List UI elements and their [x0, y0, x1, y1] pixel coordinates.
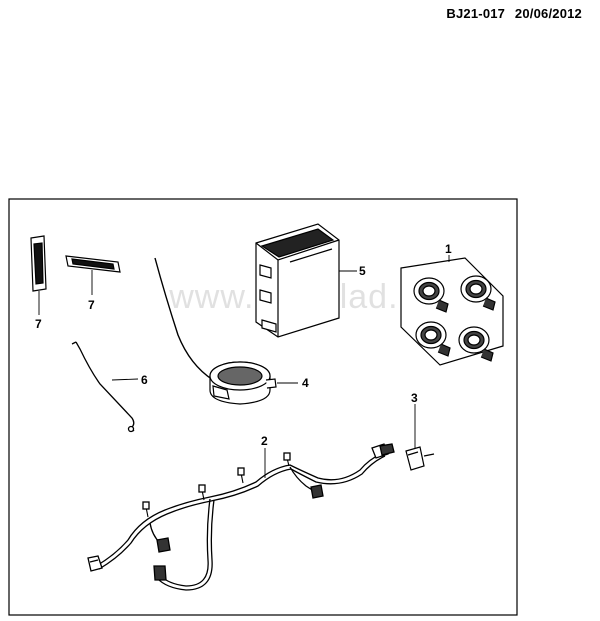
part-3-bracket	[405, 404, 435, 471]
callout-label-1: 1	[445, 242, 452, 256]
part-7-vertical-trim	[30, 235, 47, 315]
callout-label-7-left: 7	[35, 317, 42, 331]
sensor-top-right	[460, 275, 496, 311]
diagram-frame	[8, 198, 518, 616]
part-4-buzzer	[154, 257, 298, 405]
part-6-rod	[71, 341, 139, 433]
callout-label-2: 2	[261, 434, 268, 448]
sensor-bottom-right	[458, 326, 494, 362]
callout-label-5: 5	[359, 264, 366, 278]
sensor-bottom-left	[415, 321, 451, 357]
part-1-sensor-group	[400, 255, 504, 366]
callout-label-7-right: 7	[88, 298, 95, 312]
part-2-wiring-harness	[87, 443, 395, 591]
callout-label-6: 6	[141, 373, 148, 387]
part-7-horizontal-trim	[65, 255, 121, 295]
drawing-code: BJ21-017	[446, 6, 506, 21]
drawing-date: 20/06/2012	[514, 6, 582, 21]
drawing-reference: BJ21-017 20/06/2012	[446, 6, 582, 21]
callout-label-4: 4	[302, 376, 309, 390]
part-5-control-module	[255, 223, 357, 338]
sensor-top-left	[413, 277, 449, 313]
callout-label-3: 3	[411, 391, 418, 405]
